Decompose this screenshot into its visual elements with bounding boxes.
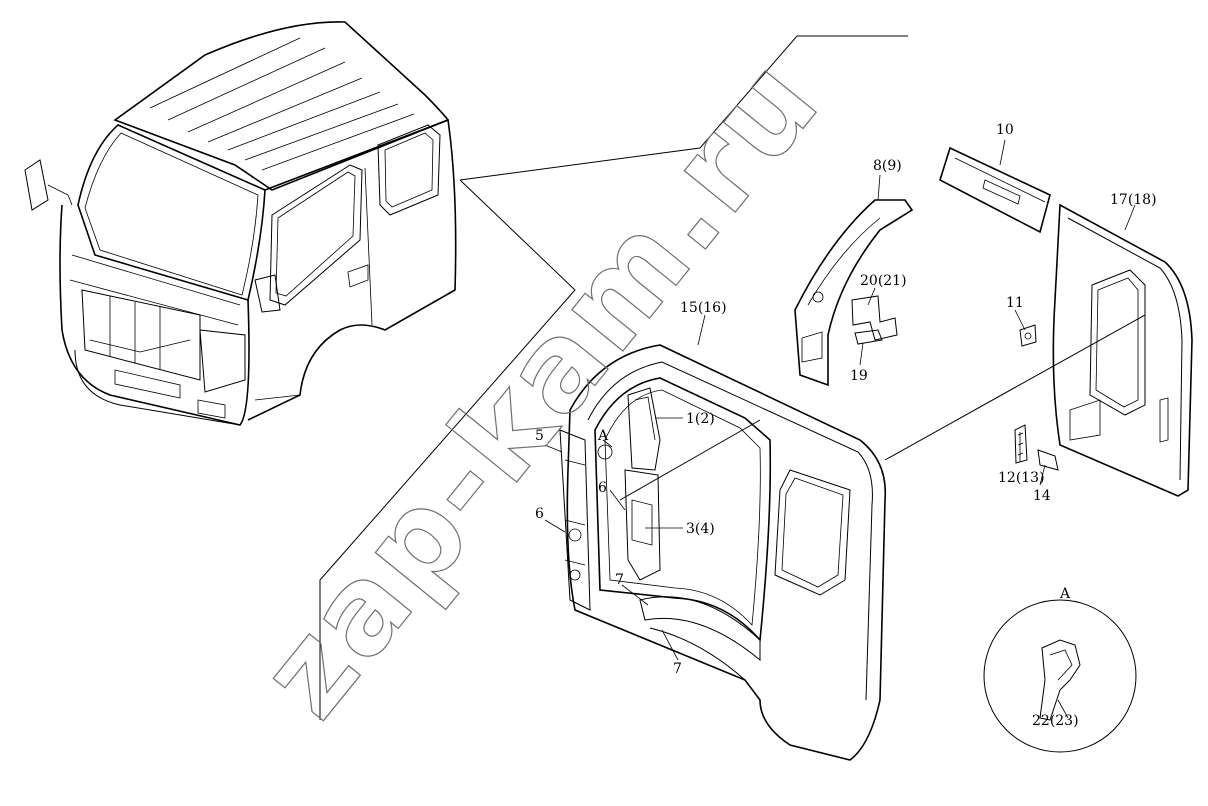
callout-12-13: 12(13) (998, 470, 1045, 486)
callout-11: 11 (1006, 295, 1024, 311)
callout-7-lower: 7 (673, 661, 682, 677)
callout-17-18: 17(18) (1110, 192, 1157, 208)
callout-6-mid: 6 (598, 480, 607, 496)
side-panel-assembly (559, 344, 887, 761)
callout-6-left: 6 (535, 506, 544, 522)
callout-5: 5 (535, 428, 544, 444)
callout-8-9: 8(9) (873, 158, 902, 174)
explosion-leader-lines (319, 35, 908, 720)
callout-20-21: 20(21) (860, 273, 907, 289)
inner-pillar-parts (794, 199, 914, 387)
truck-cab-drawing (24, 21, 457, 426)
callout-3-4: 3(4) (686, 521, 715, 537)
small-bracket-parts (1014, 324, 1059, 471)
callout-22-23: 22(23) (1032, 713, 1079, 729)
callout-a-marker: A (597, 428, 609, 444)
callout-7-upper: 7 (615, 572, 624, 588)
detail-a-title: A (1059, 586, 1071, 602)
callout-15-16: 15(16) (680, 300, 727, 316)
callout-14: 14 (1033, 488, 1051, 504)
callout-labels: 1(2) 3(4) 5 6 6 7 7 8(9) 10 11 12(13) 14… (535, 122, 1157, 729)
pillar-leader-line (619, 419, 761, 501)
callout-leaders (544, 139, 1136, 719)
detail-a-callout (983, 599, 1137, 753)
roof-rail-part (939, 146, 1051, 234)
callout-19: 19 (850, 368, 868, 384)
callout-10: 10 (996, 122, 1014, 138)
callout-1-2: 1(2) (686, 411, 715, 427)
rear-panel-part (1052, 203, 1193, 497)
detail-leader-line (884, 314, 1146, 461)
